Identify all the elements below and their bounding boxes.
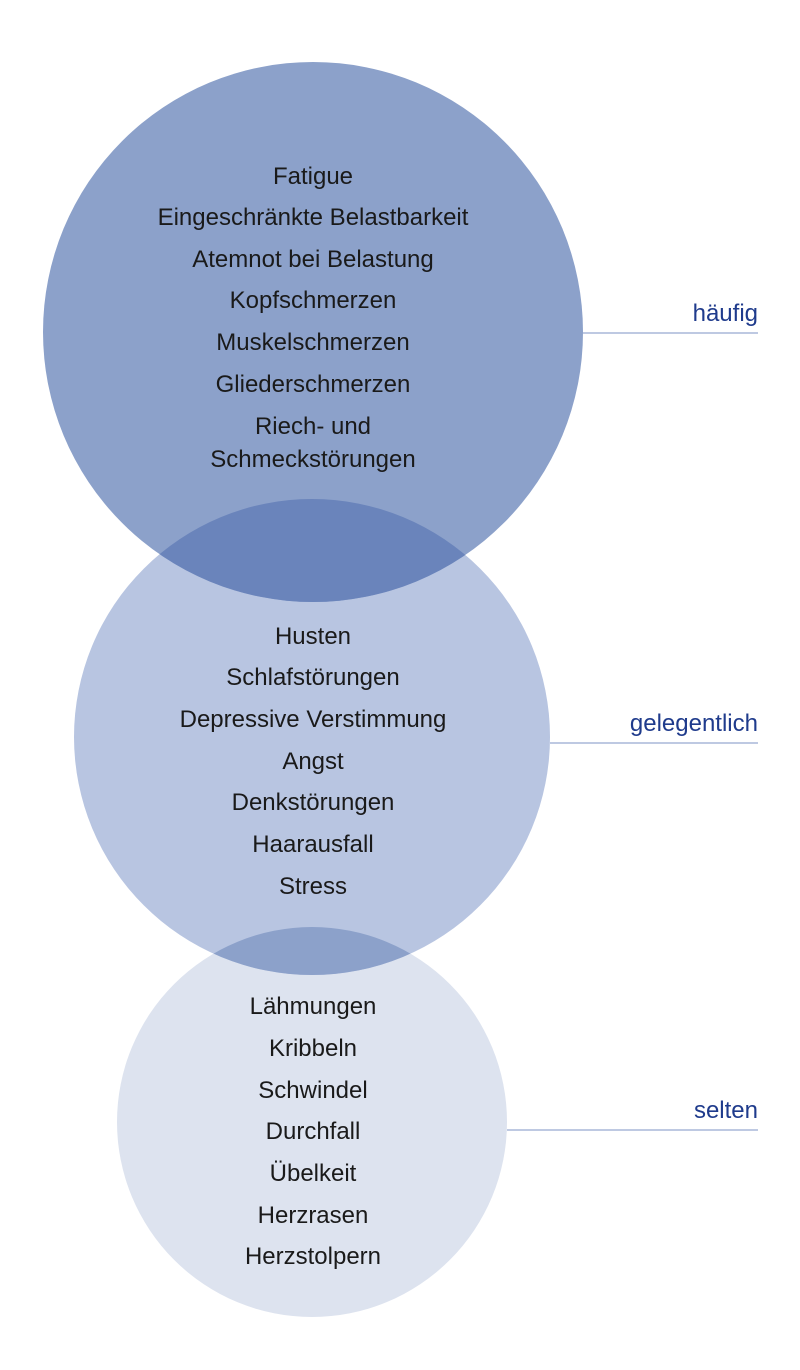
symptom-item: Übelkeit	[270, 1160, 357, 1187]
label-gelegentlich: gelegentlich	[630, 710, 758, 737]
symptom-item: Herzrasen	[258, 1202, 369, 1229]
symptom-list-selten: Lähmungen Kribbeln Schwindel Durchfall Ü…	[245, 993, 381, 1270]
symptom-item: Kopfschmerzen	[230, 287, 397, 314]
label-selten: selten	[694, 1097, 758, 1124]
symptom-item: Schlafstörungen	[226, 664, 399, 691]
symptom-item: Atemnot bei Belastung	[192, 246, 434, 273]
symptom-item: Fatigue	[273, 163, 353, 190]
symptom-list-haeufig: Fatigue Eingeschränkte Belastbarkeit Ate…	[158, 163, 469, 473]
circle-gelegentlich	[74, 499, 550, 975]
symptom-item: Durchfall	[266, 1118, 361, 1145]
symptom-item: Kribbeln	[269, 1035, 357, 1062]
symptom-item: Schmeckstörungen	[210, 446, 415, 473]
symptom-item: Angst	[282, 748, 344, 775]
symptom-item: Schwindel	[258, 1077, 367, 1104]
symptom-item: Stress	[279, 873, 347, 900]
symptom-item: Denkstörungen	[232, 789, 395, 816]
symptom-list-gelegentlich: Husten Schlafstörungen Depressive Versti…	[180, 623, 447, 900]
symptom-item: Gliederschmerzen	[216, 371, 411, 398]
symptom-item: Herzstolpern	[245, 1243, 381, 1270]
symptom-item: Riech- und	[255, 413, 371, 440]
symptom-item: Husten	[275, 623, 351, 650]
symptom-item: Haarausfall	[252, 831, 373, 858]
symptom-item: Depressive Verstimmung	[180, 706, 447, 733]
circle-haeufig	[43, 62, 583, 602]
label-haeufig: häufig	[693, 300, 758, 327]
symptom-item: Lähmungen	[250, 993, 377, 1020]
circle-selten	[117, 927, 507, 1317]
symptom-item: Muskelschmerzen	[216, 329, 409, 356]
symptom-item: Eingeschränkte Belastbarkeit	[158, 204, 469, 231]
